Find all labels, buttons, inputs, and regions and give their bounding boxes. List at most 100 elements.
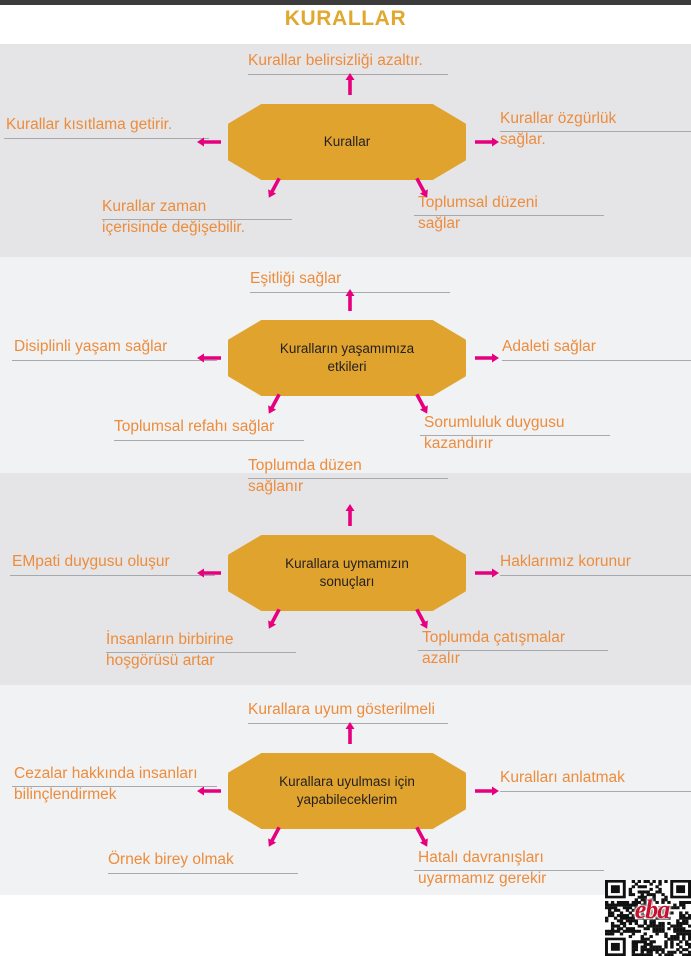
leaf-line: Toplumda düzen bbox=[248, 457, 362, 474]
leaf-label-bottom-right[interactable]: Hatalı davranışları uyarmamız gerekir bbox=[418, 847, 546, 890]
node-line: Kurallara uyulması için bbox=[279, 773, 415, 789]
leaf-underline bbox=[420, 435, 610, 436]
leaf-line: bilinçlendirmek bbox=[14, 786, 117, 804]
eba-logo: eba bbox=[634, 895, 671, 924]
leaf-label-bottom-left[interactable]: Kurallar zaman içerisinde değişebilir. bbox=[102, 196, 245, 239]
central-node-etkileri[interactable]: Kuralların yaşamımıza etkileri bbox=[228, 320, 466, 396]
node-line: yapabileceklerim bbox=[296, 792, 398, 807]
central-node-label: Kurallar bbox=[324, 133, 371, 151]
flow-arrow bbox=[474, 136, 500, 148]
leaf-line: Cezalar hakkında insanları bbox=[14, 765, 198, 782]
leaf-label-bottom-left[interactable]: Toplumsal refahı sağlar bbox=[114, 416, 274, 437]
flow-arrow bbox=[474, 352, 500, 364]
leaf-line: sağlanır bbox=[248, 478, 304, 496]
leaf-label-left[interactable]: Cezalar hakkında insanları bilinçlendirme… bbox=[14, 763, 198, 806]
leaf-label-left[interactable]: Disiplinli yaşam sağlar bbox=[14, 336, 167, 357]
central-node-sonuclari[interactable]: Kurallara uymamızın sonuçları bbox=[228, 535, 466, 611]
leaf-line: Disiplinli yaşam sağlar bbox=[14, 338, 168, 355]
leaf-label-bottom-left[interactable]: İnsanların birbirine hoşgörüsü artar bbox=[106, 629, 234, 672]
leaf-line: içerisinde değişebilir. bbox=[102, 219, 246, 237]
flow-arrow bbox=[344, 721, 356, 745]
leaf-line: Kuralları anlatmak bbox=[500, 769, 625, 786]
leaf-label-left[interactable]: EMpati duygusu oluşur bbox=[12, 551, 170, 572]
central-node-kurallar[interactable]: Kurallar bbox=[228, 104, 466, 180]
node-line: sonuçları bbox=[319, 574, 375, 589]
leaf-underline bbox=[248, 74, 448, 75]
leaf-line: hoşgörüsü artar bbox=[106, 652, 215, 670]
leaf-underline bbox=[500, 791, 691, 792]
leaf-line: uyarmamız gerekir bbox=[418, 870, 547, 888]
leaf-line: Kurallar kısıtlama getirir. bbox=[6, 116, 173, 133]
panel-sonuclari: Kurallara uymamızın sonuçları Toplumda düz… bbox=[0, 457, 691, 685]
leaf-label-top[interactable]: Eşitliği sağlar bbox=[250, 268, 341, 289]
leaf-label-bottom-right[interactable]: Sorumluluk duygusu kazandırır bbox=[424, 412, 564, 455]
leaf-label-right[interactable]: Kuralları anlatmak bbox=[500, 767, 625, 788]
leaf-line: Kurallara uyum gösterilmeli bbox=[248, 701, 435, 718]
leaf-underline bbox=[12, 360, 217, 361]
flow-arrow bbox=[474, 567, 500, 579]
leaf-label-right[interactable]: Kurallar özgürlük sağlar. bbox=[500, 108, 616, 151]
leaf-label-top[interactable]: Kurallara uyum gösterilmeli bbox=[248, 699, 435, 720]
leaf-label-left[interactable]: Kurallar kısıtlama getirir. bbox=[6, 114, 172, 135]
leaf-underline bbox=[500, 575, 691, 576]
leaf-line: Kurallar özgürlük bbox=[500, 110, 617, 127]
leaf-label-bottom-left[interactable]: Örnek birey olmak bbox=[108, 849, 234, 870]
central-node-yapabileceklerim[interactable]: Kurallara uyulması için yapabileceklerim bbox=[228, 753, 466, 829]
leaf-underline bbox=[102, 219, 292, 220]
leaf-underline bbox=[248, 723, 448, 724]
flow-arrow bbox=[411, 606, 433, 633]
leaf-label-right[interactable]: Haklarımız korunur bbox=[500, 551, 631, 572]
leaf-label-top[interactable]: Toplumda düzen sağlanır bbox=[248, 455, 362, 498]
leaf-underline bbox=[4, 138, 209, 139]
node-line: Kurallara uymamızın bbox=[285, 555, 409, 571]
leaf-underline bbox=[500, 131, 691, 132]
leaf-line: Haklarımız korunur bbox=[500, 553, 631, 570]
leaf-line: kazandırır bbox=[424, 435, 493, 453]
leaf-line: Kurallar zaman bbox=[102, 198, 207, 215]
leaf-label-right[interactable]: Adaleti sağlar bbox=[502, 336, 596, 357]
flow-arrow bbox=[196, 136, 222, 148]
flow-arrow bbox=[411, 391, 433, 418]
leaf-line: Hatalı davranışları bbox=[418, 849, 544, 866]
leaf-line: Örnek birey olmak bbox=[108, 851, 234, 868]
leaf-line: Toplumsal refahı sağlar bbox=[114, 418, 275, 435]
qr-code[interactable] bbox=[605, 880, 691, 956]
flow-arrow bbox=[196, 567, 222, 579]
flow-arrow bbox=[196, 785, 222, 797]
leaf-line: Kurallar belirsizliği azaltır. bbox=[248, 52, 423, 69]
leaf-line: İnsanların birbirine bbox=[106, 631, 234, 648]
leaf-underline bbox=[248, 478, 448, 479]
leaf-line: Eşitliği sağlar bbox=[250, 270, 342, 287]
leaf-underline bbox=[414, 215, 604, 216]
leaf-underline bbox=[108, 873, 298, 874]
central-node-label: Kuralların yaşamımıza etkileri bbox=[280, 340, 414, 376]
leaf-underline bbox=[414, 870, 604, 871]
central-node-label: Kurallara uyulması için yapabileceklerim bbox=[279, 773, 415, 809]
leaf-underline bbox=[10, 575, 215, 576]
leaf-line: sağlar. bbox=[500, 131, 546, 149]
node-line: Kurallar bbox=[323, 133, 371, 149]
leaf-underline bbox=[418, 650, 608, 651]
flow-arrow bbox=[344, 72, 356, 96]
leaf-underline bbox=[502, 360, 691, 361]
panel-kurallar: Kurallar Kurallar belirsizliği azaltır. Ku… bbox=[0, 44, 691, 257]
leaf-underline bbox=[12, 786, 217, 787]
leaf-label-top[interactable]: Kurallar belirsizliği azaltır. bbox=[248, 50, 423, 71]
leaf-line: Sorumluluk duygusu bbox=[424, 414, 565, 431]
leaf-underline bbox=[114, 440, 304, 441]
node-line: Kuralların yaşamımıza bbox=[279, 340, 415, 356]
flow-arrow bbox=[411, 175, 433, 202]
panel-etkileri: Kuralların yaşamımıza etkileri Eşitliği sa… bbox=[0, 257, 691, 473]
flow-arrow bbox=[263, 175, 285, 202]
flow-arrow bbox=[196, 352, 222, 364]
top-rule bbox=[0, 0, 691, 5]
leaf-line: Toplumsal düzeni bbox=[418, 194, 538, 211]
flow-arrow bbox=[344, 288, 356, 312]
page-title: KURALLAR bbox=[284, 7, 407, 30]
node-line: etkileri bbox=[327, 359, 367, 374]
flow-arrow bbox=[344, 503, 356, 527]
